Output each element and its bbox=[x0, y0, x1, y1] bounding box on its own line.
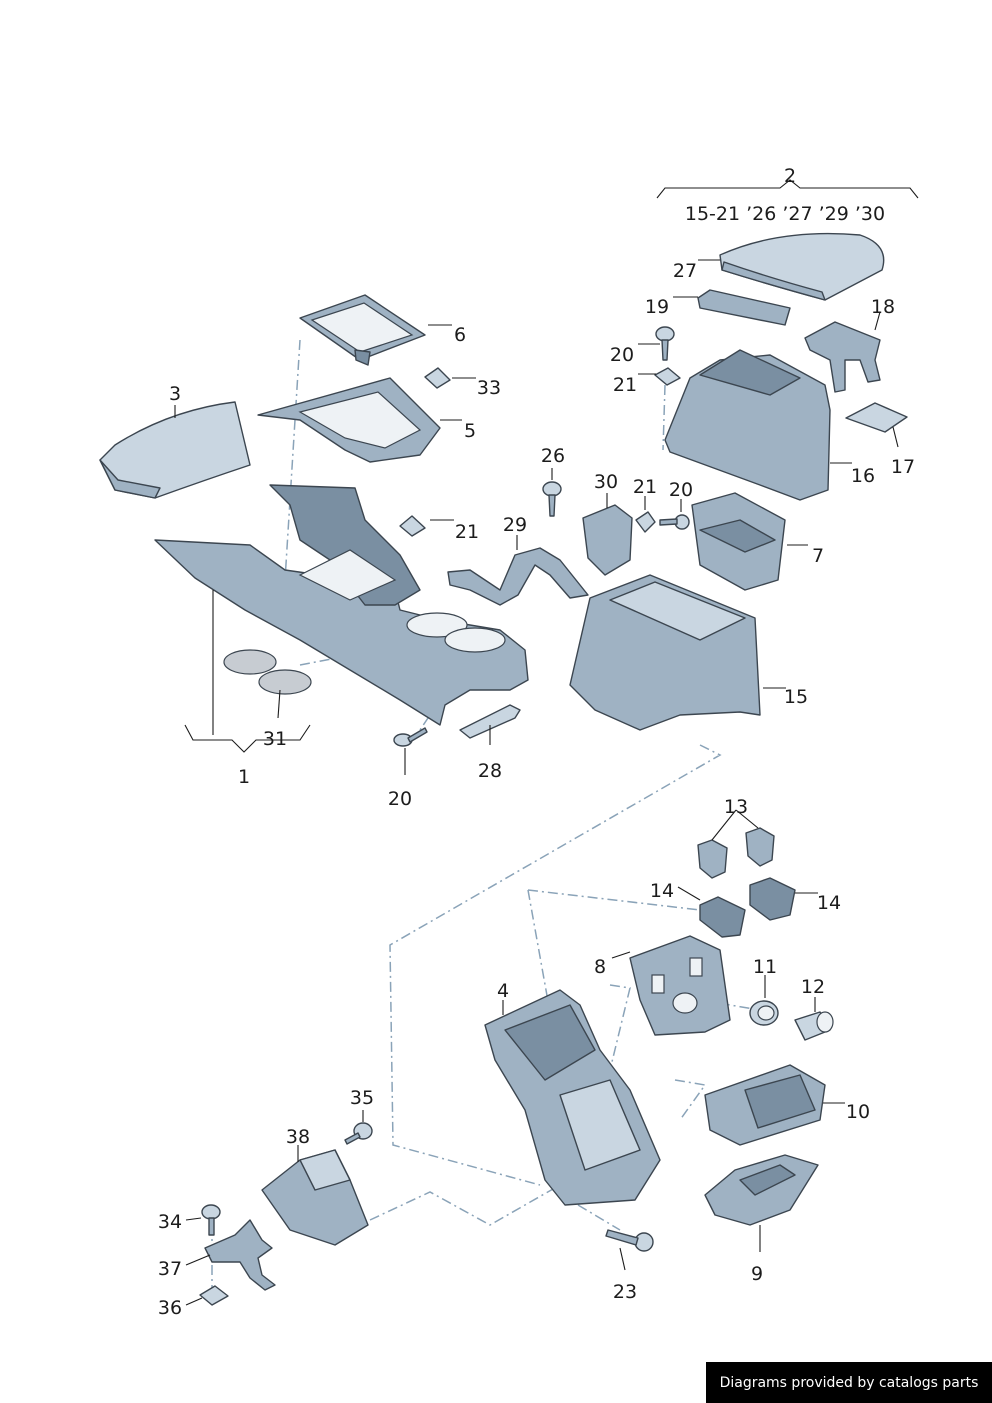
part-7-storage-tray bbox=[691, 492, 786, 591]
part-27-armrest-lid bbox=[719, 232, 885, 301]
part-1-center-console bbox=[154, 484, 529, 726]
part-20-screw-lower bbox=[393, 727, 428, 747]
part-28-handle bbox=[459, 704, 521, 739]
group-bracket-1 bbox=[184, 724, 311, 753]
part-26-screw bbox=[542, 481, 562, 517]
callout-23: 23 bbox=[613, 1281, 637, 1303]
attribution-text: Diagrams provided by catalogs parts bbox=[719, 1374, 979, 1391]
part-8-switch-panel bbox=[629, 935, 731, 1036]
part-29-bracket bbox=[447, 547, 589, 606]
callout-18: 18 bbox=[871, 296, 895, 318]
callout-1: 1 bbox=[238, 766, 250, 788]
callout-33: 33 bbox=[477, 377, 501, 399]
part-15-armrest-cover bbox=[569, 574, 761, 731]
part-37-bracket bbox=[204, 1219, 276, 1291]
callout-31: 31 bbox=[263, 728, 287, 750]
part-18-bracket bbox=[804, 321, 881, 393]
callout-37: 37 bbox=[158, 1258, 182, 1280]
callout-30: 30 bbox=[594, 471, 618, 493]
callout-7: 7 bbox=[812, 545, 824, 567]
callout-17: 17 bbox=[891, 456, 915, 478]
callout-10: 10 bbox=[846, 1101, 870, 1123]
part-14-switch-left bbox=[699, 896, 746, 938]
callout-21-top: 21 bbox=[613, 374, 637, 396]
part-35-screw bbox=[344, 1122, 373, 1145]
callout-labels: 1 2 15-21 ’26 ’27 ’29 ’30 3 4 5 6 7 8 9 … bbox=[158, 165, 915, 1319]
callout-36: 36 bbox=[158, 1297, 182, 1319]
part-20-screw-middle bbox=[659, 514, 690, 530]
callout-12: 12 bbox=[801, 976, 825, 998]
part-30-module bbox=[582, 504, 633, 576]
callout-20-lower: 20 bbox=[388, 788, 412, 810]
callout-27: 27 bbox=[673, 260, 697, 282]
part-12-socket-cap bbox=[794, 1011, 834, 1041]
callout-2: 2 bbox=[784, 165, 796, 187]
part-14-switch-right bbox=[749, 877, 796, 921]
callout-20-middle: 20 bbox=[669, 479, 693, 501]
part-9-lower-tray bbox=[704, 1154, 819, 1226]
part-21-clip-top bbox=[654, 367, 681, 386]
callout-29: 29 bbox=[503, 514, 527, 536]
part-3-cover-panel bbox=[99, 401, 251, 499]
callout-19: 19 bbox=[645, 296, 669, 318]
callout-4: 4 bbox=[497, 980, 509, 1002]
callout-2-subgroup: 15-21 ’26 ’27 ’29 ’30 bbox=[685, 203, 885, 225]
part-17-pad bbox=[845, 402, 908, 433]
group-bracket-2 bbox=[656, 179, 919, 199]
callout-34: 34 bbox=[158, 1211, 182, 1233]
part-36-nut bbox=[199, 1285, 229, 1306]
part-21-clip-left bbox=[399, 515, 426, 537]
callout-11: 11 bbox=[753, 956, 777, 978]
part-4-rear-console bbox=[484, 989, 661, 1206]
part-13-switch-right bbox=[745, 827, 775, 867]
callout-6: 6 bbox=[454, 324, 466, 346]
callout-21-left: 21 bbox=[455, 521, 479, 543]
callout-9: 9 bbox=[751, 1263, 763, 1285]
callout-3: 3 bbox=[169, 383, 181, 405]
leader-lines bbox=[174, 259, 899, 1306]
callout-38: 38 bbox=[286, 1126, 310, 1148]
callout-14-right: 14 bbox=[817, 892, 841, 914]
callout-13: 13 bbox=[724, 796, 748, 818]
callout-8: 8 bbox=[594, 956, 606, 978]
callout-28: 28 bbox=[478, 760, 502, 782]
part-34-screw bbox=[201, 1204, 221, 1236]
part-38-lower-box bbox=[261, 1149, 369, 1246]
part-6-trim-ring bbox=[299, 294, 426, 366]
callout-14-left: 14 bbox=[650, 880, 674, 902]
callout-20-top: 20 bbox=[610, 344, 634, 366]
attribution-footer: Diagrams provided by catalogs parts bbox=[706, 1362, 992, 1403]
part-13-switch-left bbox=[697, 839, 728, 879]
part-21-clip-middle bbox=[635, 511, 656, 533]
part-11-socket-ring bbox=[749, 1000, 779, 1026]
callout-5: 5 bbox=[464, 420, 476, 442]
callout-21-middle: 21 bbox=[633, 476, 657, 498]
part-19-hinge-strip bbox=[697, 289, 791, 326]
callout-35: 35 bbox=[350, 1087, 374, 1109]
callout-16: 16 bbox=[851, 465, 875, 487]
part-33-clip bbox=[424, 367, 451, 389]
part-16-armrest-base bbox=[664, 349, 831, 501]
callout-26: 26 bbox=[541, 445, 565, 467]
part-23-screw bbox=[605, 1229, 654, 1252]
part-31-mat bbox=[223, 649, 312, 695]
part-5-bezel-frame bbox=[257, 377, 441, 463]
part-10-air-vent bbox=[704, 1064, 826, 1146]
callout-15: 15 bbox=[784, 686, 808, 708]
part-20-screw-top bbox=[655, 326, 675, 361]
